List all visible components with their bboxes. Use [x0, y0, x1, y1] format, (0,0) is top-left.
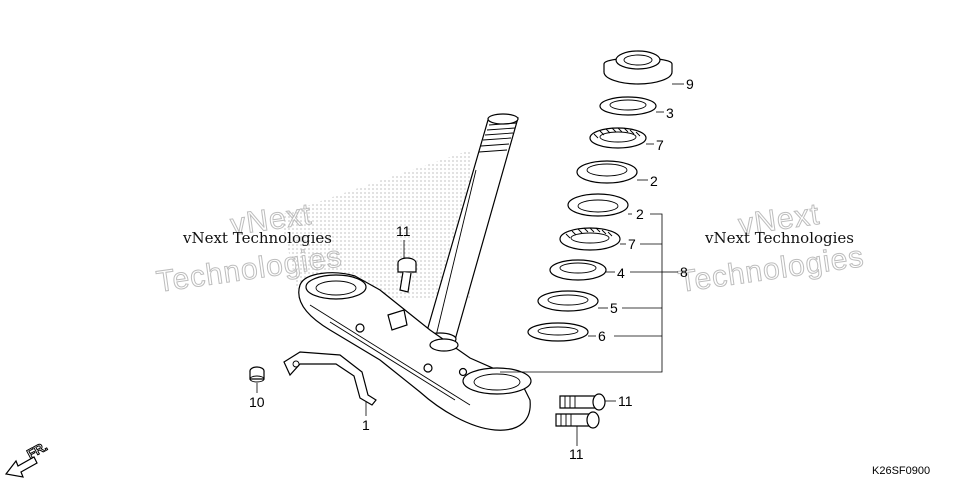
watermark-small-right: vNext Technologies [704, 229, 854, 247]
harness-bracket [283, 351, 377, 406]
stem-nut-9 [603, 50, 673, 85]
callouts: 9 3 7 2 2 7 4 8 5 6 11 11 11 10 1 [249, 76, 694, 462]
seal-5 [537, 290, 599, 312]
callout-6: 6 [598, 328, 606, 344]
callout-11-bottom: 11 [569, 446, 584, 462]
dust-seal-3 [599, 96, 657, 116]
callout-4: 4 [617, 265, 625, 281]
callout-9: 9 [686, 76, 694, 92]
bolt-11-top [397, 257, 417, 293]
race-2-lower [567, 193, 629, 217]
dot-pattern-left [280, 150, 470, 300]
race-2-upper [576, 160, 638, 184]
bolt-10 [249, 366, 265, 383]
leader-lines [256, 83, 684, 446]
bearing-7-upper [589, 127, 647, 149]
callout-10: 10 [249, 394, 265, 410]
callout-7-lower: 7 [628, 236, 636, 252]
front-label: FR. [24, 439, 50, 462]
watermark-small-left: vNext Technologies [182, 229, 332, 247]
bolt-11-lower-right [555, 411, 600, 429]
front-direction-arrow: FR. [4, 438, 50, 478]
washer-6 [527, 322, 589, 342]
watermark-big-right: Technologies [676, 240, 866, 299]
callout-2-lower: 2 [636, 206, 644, 222]
bearing-7-lower [559, 227, 621, 251]
callout-11-top: 11 [396, 223, 411, 239]
dust-seal-4 [549, 259, 607, 281]
callout-8: 8 [680, 264, 688, 280]
diagram-code: K26SF0900 [872, 465, 930, 477]
callout-11-right: 11 [618, 393, 633, 409]
arrow-icon [4, 456, 38, 478]
bolt-11-upper-right [559, 393, 606, 411]
callout-5: 5 [610, 300, 618, 316]
bottom-bridge [298, 272, 532, 431]
watermark-right: vNext vNext Technologies Technologies [676, 197, 867, 299]
callout-3: 3 [666, 105, 674, 121]
callout-2-upper: 2 [650, 173, 658, 189]
callout-7-upper: 7 [656, 137, 664, 153]
callout-1: 1 [362, 417, 370, 433]
